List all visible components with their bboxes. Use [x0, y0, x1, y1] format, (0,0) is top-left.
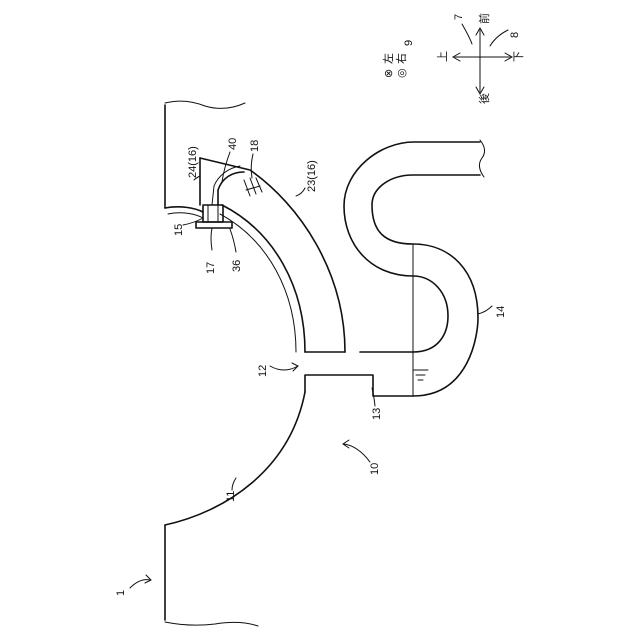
neck-13-lower — [305, 375, 413, 396]
label-ref-36: 36 — [231, 260, 243, 272]
label-ref-14: 14 — [495, 306, 507, 318]
component-40-flap — [212, 166, 240, 205]
liquid-level-mark — [413, 370, 428, 380]
label-ref-23: 23(16) — [306, 160, 318, 192]
wall-24-top-break — [165, 101, 245, 108]
label-ref-15: 15 — [173, 224, 185, 236]
label-ref-40: 40 — [227, 138, 239, 150]
leader-18 — [251, 154, 253, 178]
component-17-base — [196, 222, 232, 228]
chamber-11-wall — [165, 392, 305, 525]
component-15-detail — [208, 205, 218, 222]
tube-14-inner — [344, 142, 480, 352]
label-ref-18: 18 — [249, 140, 261, 152]
tube-14-outer — [372, 175, 480, 396]
label-ref-13: 13 — [371, 408, 383, 420]
component-18-hatch — [244, 178, 262, 196]
legend-left-text: 左 — [382, 53, 395, 64]
label-ref-7: 7 — [453, 14, 465, 20]
leader-11 — [232, 478, 236, 490]
legend-right-text: 右 — [394, 53, 408, 64]
wall-24-lower-edge-2 — [168, 213, 203, 218]
compass-label-up: 上 — [436, 51, 449, 62]
legend-left-symbol: ⊗ — [382, 69, 395, 78]
leader-1 — [130, 580, 150, 588]
label-ref-9: 9 — [403, 40, 415, 46]
leader-1-arrow — [145, 575, 151, 583]
label-ref-17: 17 — [205, 262, 217, 274]
wall-24-lower-edge — [165, 207, 203, 212]
duct-23-outer — [200, 158, 345, 352]
leader-17 — [211, 228, 212, 250]
legend-right-symbol: ◎ — [395, 68, 408, 78]
compass-label-rear: 後 — [477, 93, 491, 104]
label-ref-11: 11 — [225, 491, 237, 502]
leader-36 — [230, 229, 236, 252]
leader-12 — [270, 366, 298, 370]
tube-14-end-break — [479, 140, 484, 177]
leader-23 — [296, 188, 305, 196]
leader-8 — [490, 30, 508, 46]
label-ref-24: 24(16) — [187, 146, 199, 178]
leader-14 — [478, 306, 492, 314]
label-ref-1: 1 — [115, 590, 127, 596]
component-36-pipe — [218, 172, 244, 205]
compass-label-front: 前 — [477, 13, 491, 24]
body-bottom-break — [165, 622, 258, 626]
duct-23-inner — [222, 205, 305, 352]
label-ref-12: 12 — [257, 365, 269, 377]
label-ref-8: 8 — [509, 32, 521, 38]
compass-label-down: 下 — [512, 51, 525, 62]
label-ref-10: 10 — [369, 463, 381, 475]
leader-7 — [462, 24, 472, 44]
